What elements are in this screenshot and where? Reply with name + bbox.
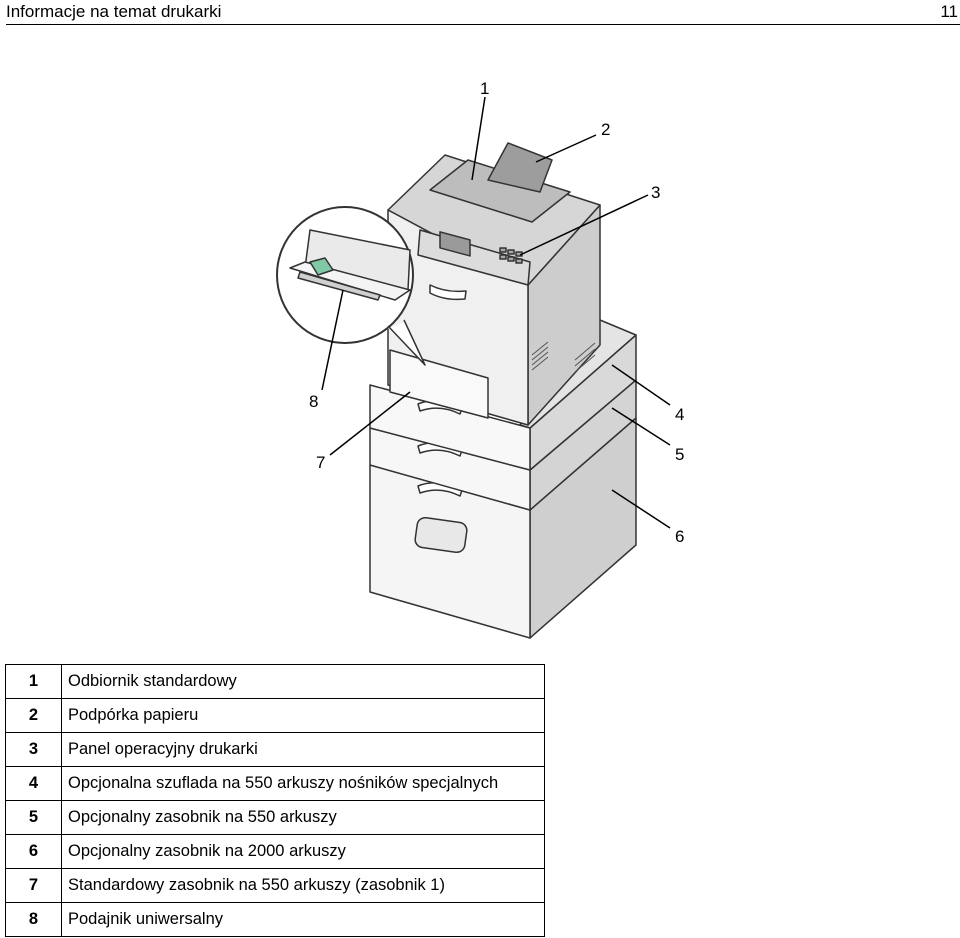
legend-text: Podajnik uniwersalny (61, 902, 545, 937)
callout-2: 2 (601, 120, 610, 139)
callout-4: 4 (675, 405, 684, 424)
legend-row: 3 Panel operacyjny drukarki (5, 732, 545, 767)
legend-number: 4 (5, 766, 62, 801)
legend-number: 1 (5, 664, 62, 699)
legend-number: 2 (5, 698, 62, 733)
legend-row: 4 Opcjonalna szuflada na 550 arkuszy noś… (5, 766, 545, 801)
callout-8: 8 (309, 392, 318, 411)
legend-row: 5 Opcjonalny zasobnik na 550 arkuszy (5, 800, 545, 835)
legend-number: 5 (5, 800, 62, 835)
callout-5: 5 (675, 445, 684, 464)
legend-text: Standardowy zasobnik na 550 arkuszy (zas… (61, 868, 545, 903)
page-header: Informacje na temat drukarki 11 (6, 0, 960, 25)
legend-text: Panel operacyjny drukarki (61, 732, 545, 767)
legend-table: 1 Odbiornik standardowy 2 Podpórka papie… (5, 664, 545, 937)
callout-7: 7 (316, 453, 325, 472)
page-number: 11 (940, 2, 958, 21)
standard-tray-door (389, 349, 489, 419)
callout-3: 3 (651, 183, 660, 202)
legend-row: 8 Podajnik uniwersalny (5, 902, 545, 937)
legend-text: Odbiornik standardowy (68, 672, 237, 690)
legend-number: 6 (5, 834, 62, 869)
callout-1: 1 (480, 79, 489, 98)
legend-number: 3 (5, 732, 62, 767)
callout-6: 6 (675, 527, 684, 546)
legend-number: 7 (5, 868, 62, 903)
legend-number: 8 (5, 902, 62, 937)
legend-row: 6 Opcjonalny zasobnik na 2000 arkuszy (5, 834, 545, 869)
legend-row: 1 Odbiornik standardowy (5, 664, 545, 699)
output-bin (429, 159, 571, 223)
page-title: Informacje na temat drukarki (6, 2, 222, 21)
legend-text: Opcjonalny zasobnik na 2000 arkuszy (61, 834, 545, 869)
legend-row: 2 Podpórka papieru (5, 698, 545, 733)
legend-row: 7 Standardowy zasobnik na 550 arkuszy (z… (5, 868, 545, 903)
legend-text: Opcjonalna szuflada na 550 arkuszy nośni… (61, 766, 545, 801)
printer-illustration: 1 2 3 4 5 6 7 8 (276, 79, 684, 639)
paper-support (487, 142, 553, 193)
legend-text: Opcjonalny zasobnik na 550 arkuszy (61, 800, 545, 835)
legend-text: Podpórka papieru (61, 698, 545, 733)
